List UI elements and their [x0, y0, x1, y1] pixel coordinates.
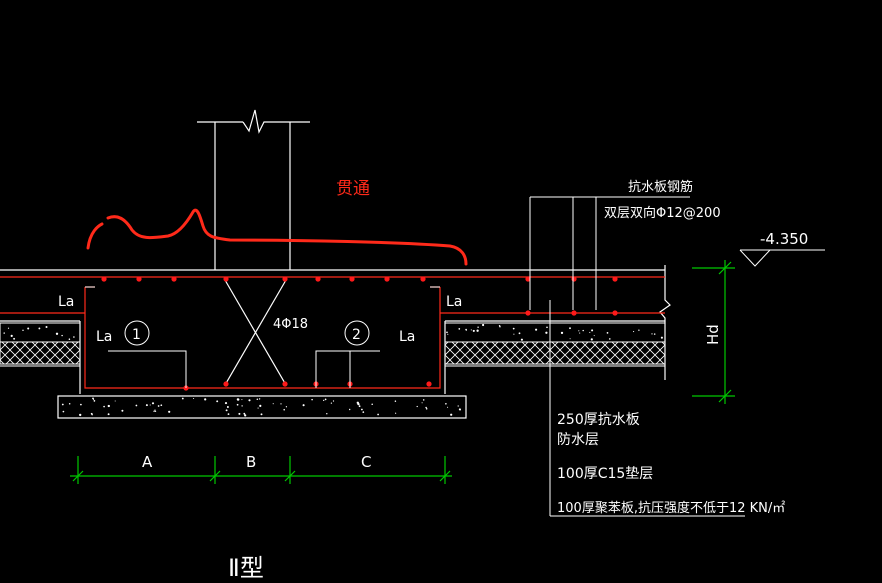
insulation-right [444, 341, 666, 365]
layer-note-3: 100厚C15垫层 [557, 466, 653, 482]
rebar-dot [384, 276, 390, 282]
rebar-dot [101, 276, 107, 282]
abc-dimension-line [70, 456, 452, 484]
pit-concrete-pad [57, 395, 467, 419]
dim-a-label: A [142, 453, 153, 471]
hd-dimension [692, 260, 735, 404]
rebar-dot [223, 381, 229, 387]
screed-right [444, 322, 666, 343]
layer-notes-leader [549, 300, 745, 517]
hd-label: Hd [704, 324, 722, 345]
rebar-dot [171, 276, 177, 282]
layer-note-2: 防水层 [557, 432, 599, 448]
rebar-dot [525, 276, 531, 282]
rebar-header-text: 抗水板钢筋 [628, 179, 693, 195]
rebar-dot [612, 310, 618, 316]
detail-marker-1-number: 1 [132, 327, 141, 343]
rebar-dot [282, 381, 288, 387]
rebar-dot [349, 276, 355, 282]
rebar-dot [420, 276, 426, 282]
rebar-spec-text: 双层双向Φ12@200 [604, 205, 721, 221]
rebar-lines [0, 276, 665, 389]
rebar-dot [571, 310, 577, 316]
detail-marker-2-number: 2 [352, 327, 361, 343]
section-caption: Ⅱ型 [228, 554, 264, 582]
concrete-speckle [3, 323, 663, 417]
elevation-text: -4.350 [760, 230, 808, 248]
rebar-dot [525, 310, 531, 316]
column-above [197, 109, 310, 270]
la-label-1: La [58, 294, 74, 310]
annotation-text: 贯通 [336, 179, 370, 199]
rebar-dot [223, 276, 229, 282]
slab-outline [0, 265, 671, 394]
rebar-dot [315, 276, 321, 282]
screed-left [0, 322, 81, 343]
layer-note-1: 250厚抗水板 [557, 412, 640, 428]
rebar-dot [136, 276, 142, 282]
elevation-marker [739, 249, 825, 267]
la-label-4: La [399, 329, 415, 345]
cross-bar-label: 4Φ18 [273, 317, 308, 332]
dim-c-label: C [361, 453, 371, 471]
rebar-dots [101, 276, 618, 391]
handwritten-markup [86, 208, 468, 266]
rebar-dot [571, 276, 577, 282]
insulation-left [0, 341, 81, 365]
rebar-dot [426, 381, 432, 387]
detail-marker-2 [315, 320, 380, 388]
cross-bars [224, 279, 287, 386]
detail-marker-1 [108, 320, 187, 388]
dim-b-label: B [246, 453, 256, 471]
rebar-dot [612, 276, 618, 282]
rebar-dot [282, 276, 288, 282]
la-label-3: La [446, 294, 462, 310]
layer-note-4: 100厚聚苯板,抗压强度不低于12 KN/㎡ [557, 500, 785, 516]
la-label-2: La [96, 329, 112, 345]
rebar-callout-leaders [529, 196, 690, 310]
